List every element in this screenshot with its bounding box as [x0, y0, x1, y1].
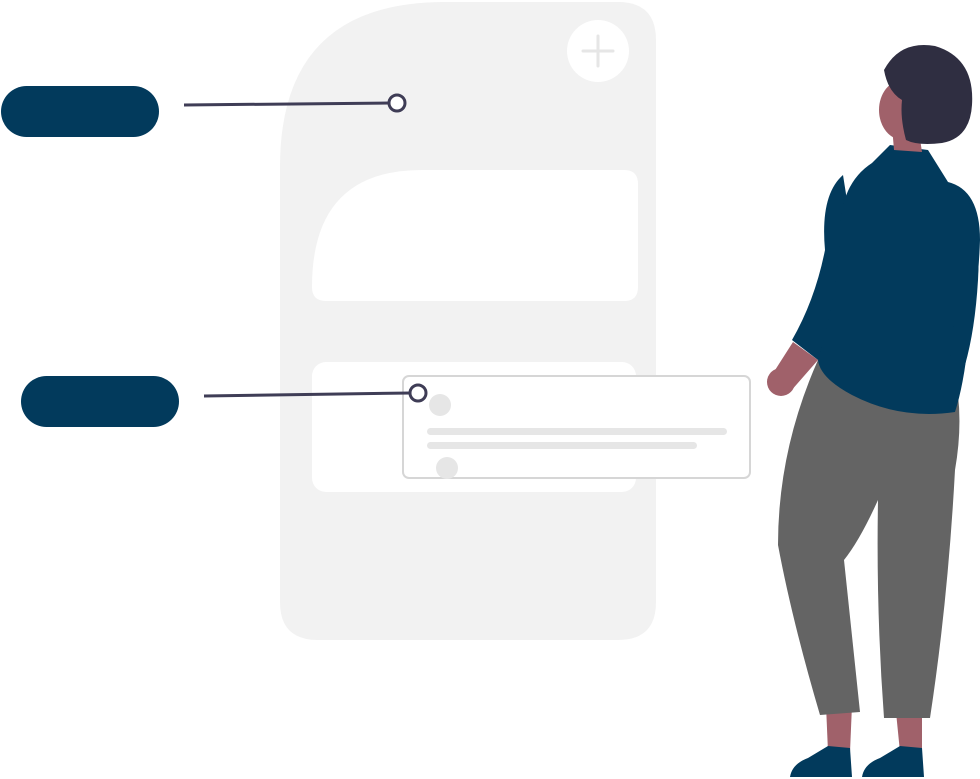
person-leg-left [826, 705, 852, 752]
add-button[interactable] [567, 20, 629, 82]
popup-text-line-1 [427, 428, 727, 435]
circle-outline-icon [408, 383, 428, 403]
callout-bottom [21, 376, 428, 427]
feature-card-top[interactable] [312, 170, 638, 301]
plus-icon [581, 34, 615, 68]
person-shoe-left [790, 746, 852, 777]
person-pants [778, 360, 960, 718]
circle-outline-icon [387, 93, 407, 113]
person-shoe-right [862, 746, 924, 777]
person-forearm [770, 342, 818, 392]
phone-body [280, 2, 656, 640]
person-figure [767, 45, 980, 777]
person-arm-far [950, 190, 979, 365]
popup-avatar-placeholder [429, 394, 451, 416]
connector-line-bottom [203, 391, 412, 398]
callout-pill-bottom[interactable] [21, 376, 179, 427]
connector-line-top [183, 101, 391, 107]
popup-card[interactable] [402, 375, 751, 479]
callout-pill-top[interactable] [1, 86, 159, 137]
callout-top [1, 86, 407, 137]
popup-card-frame [402, 375, 751, 479]
person-hair [884, 45, 973, 144]
person-shirt [818, 145, 980, 414]
popup-text-line-2 [427, 442, 697, 449]
phone-mockup [280, 2, 656, 640]
person-leg-right [896, 712, 922, 752]
popup-dot-placeholder [436, 457, 458, 479]
